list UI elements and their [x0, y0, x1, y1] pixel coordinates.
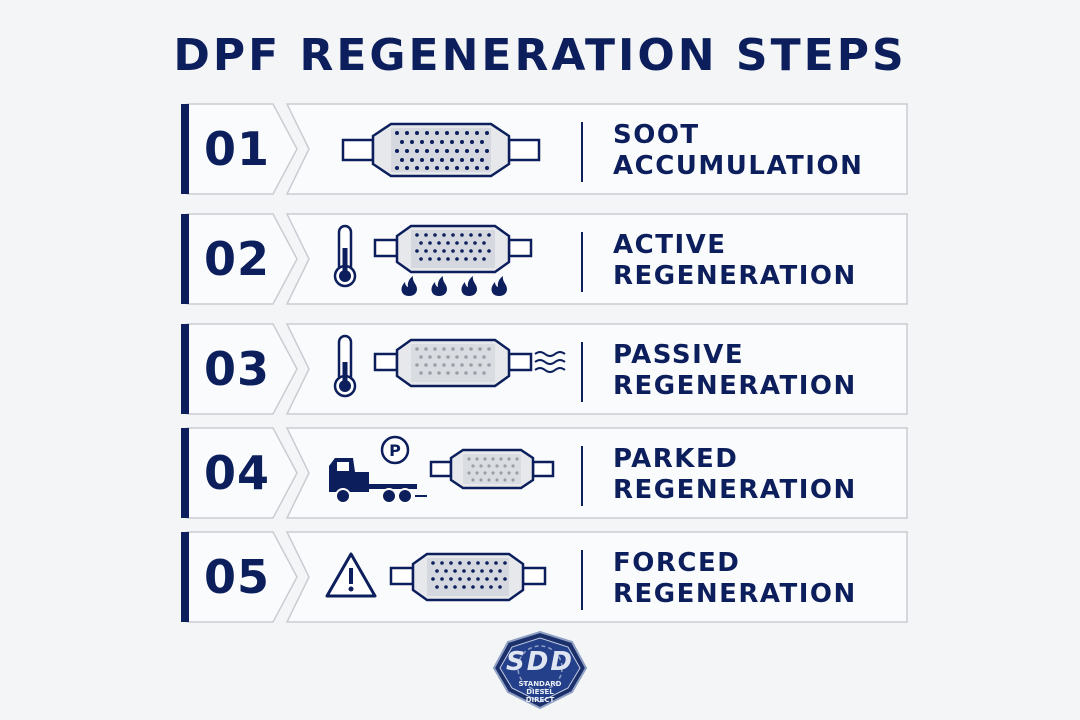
page-title: DPF REGENERATION STEPS: [173, 30, 907, 81]
step-label: FORCED REGENERATION: [613, 548, 903, 610]
step-frame: [181, 427, 908, 519]
step-label-line2: REGENERATION: [613, 371, 857, 401]
dpf-filter-icon: [429, 448, 555, 490]
step-label-line1: PASSIVE: [613, 340, 745, 370]
step-label-line1: SOOT: [613, 120, 700, 150]
logo-text: SDD: [506, 647, 574, 677]
step-illustration: [325, 552, 547, 602]
step-illustration: [333, 334, 566, 398]
warning-triangle-icon: [325, 552, 377, 598]
logo-sub-3: DIRECT: [525, 696, 555, 704]
flame-icon: [401, 276, 507, 296]
dpf-filter-icon: [341, 122, 541, 178]
step-label: ACTIVE REGENERATION: [613, 230, 903, 292]
step-label-line1: FORCED: [613, 548, 741, 578]
step-number: 01: [203, 122, 270, 176]
heat-waves-icon: [534, 351, 566, 373]
step-label-line2: REGENERATION: [613, 475, 857, 505]
thermometer-icon: [333, 224, 357, 288]
step-row-04: 04 P PARKED R: [179, 426, 911, 520]
step-label-line2: REGENERATION: [613, 579, 857, 609]
dpf-filter-icon: [373, 224, 533, 274]
step-number: 05: [203, 550, 270, 604]
step-number: 03: [203, 342, 270, 396]
thermometer-icon: [333, 334, 357, 398]
step-label-line1: PARKED: [613, 444, 739, 474]
parking-sign-icon: P: [380, 435, 410, 465]
step-illustration: [333, 224, 533, 296]
step-label: SOOT ACCUMULATION: [613, 120, 903, 182]
step-number: 02: [203, 232, 270, 286]
dpf-filter-icon: [389, 552, 547, 602]
truck-icon: [329, 458, 427, 504]
step-row-02: 02 ACTIVE REGENERAT: [179, 212, 911, 306]
logo-badge-icon: [492, 630, 588, 710]
step-row-01: 01 SOOT ACCUMULATION: [179, 102, 911, 196]
logo-sub-1: STANDARD: [518, 680, 562, 688]
svg-text:P: P: [389, 441, 401, 460]
dpf-filter-icon: [373, 338, 533, 388]
step-row-03: 03 PASSIVE REGENERATION: [179, 322, 911, 416]
brand-logo: SDD STANDARD DIESEL DIRECT: [490, 630, 590, 710]
step-label-line2: REGENERATION: [613, 261, 857, 291]
logo-sub-2: DIESEL: [526, 688, 554, 696]
step-number: 04: [203, 446, 270, 500]
step-label: PASSIVE REGENERATION: [613, 340, 903, 402]
step-illustration: P: [329, 435, 555, 504]
step-label-line2: ACCUMULATION: [613, 151, 864, 181]
step-row-05: 05 FORCED REGENERATION: [179, 530, 911, 624]
step-label-line1: ACTIVE: [613, 230, 727, 260]
step-label: PARKED REGENERATION: [613, 444, 903, 506]
